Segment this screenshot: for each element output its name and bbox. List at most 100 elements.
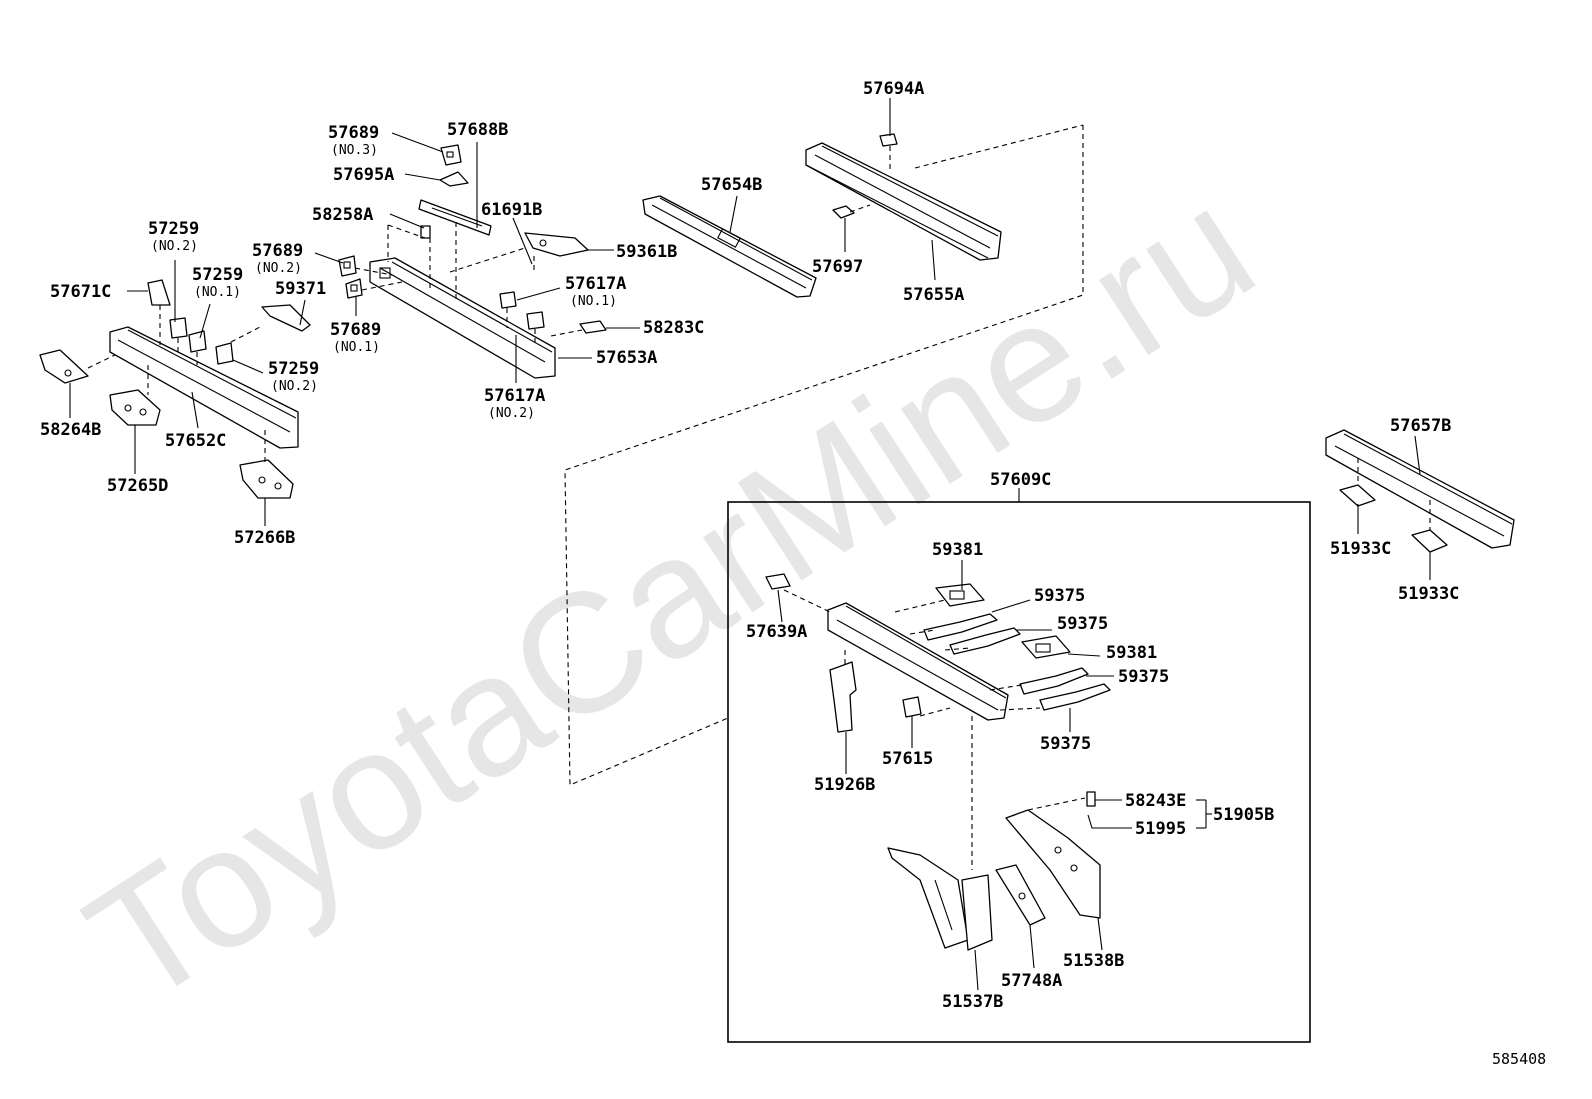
- part-57655A: [805, 142, 1002, 261]
- note-57689-no2: (NO.2): [255, 261, 302, 276]
- part-57694A: [879, 133, 898, 147]
- label-59381-a: 59381: [932, 540, 983, 560]
- note-57259-no1: (NO.1): [194, 285, 241, 300]
- part-59361B: [524, 232, 589, 257]
- label-57689-no1: 57689: [330, 320, 381, 340]
- part-57609C-member: [827, 602, 1009, 721]
- part-57265D: [109, 389, 161, 426]
- note-57617A-no1: (NO.1): [570, 294, 617, 309]
- label-59371: 59371: [275, 279, 326, 299]
- label-51933C-a: 51933C: [1330, 539, 1391, 559]
- part-58283C: [579, 320, 607, 334]
- part-labels: 57694A 57689 (NO.3) 57688B 57695A 58258A…: [40, 79, 1459, 1012]
- part-57689-no3: [440, 144, 462, 166]
- label-51537B: 51537B: [942, 992, 1003, 1012]
- label-57259-no1: 57259: [192, 265, 243, 285]
- part-57259-no1: [188, 330, 207, 353]
- part-57617A-no1: [499, 291, 517, 309]
- note-57259-no2-a: (NO.2): [151, 239, 198, 254]
- label-57259-no2-b: 57259: [268, 359, 319, 379]
- label-57652C: 57652C: [165, 431, 226, 451]
- part-59371: [261, 304, 311, 332]
- label-57266B: 57266B: [234, 528, 295, 548]
- part-59375-d: [1039, 683, 1111, 711]
- part-51995: [1087, 814, 1104, 829]
- part-57259-no2-b: [215, 342, 234, 365]
- part-57653A: [369, 257, 556, 379]
- figure-number: 585408: [1492, 1050, 1546, 1068]
- part-57689-no2: [338, 255, 357, 277]
- label-58258A: 58258A: [312, 205, 373, 225]
- part-57695A: [439, 171, 469, 187]
- guide-line: [914, 124, 1084, 169]
- label-57617A-no1: 57617A: [565, 274, 626, 294]
- part-51933C-a: [1339, 484, 1376, 507]
- label-51905B: 51905B: [1213, 805, 1274, 825]
- label-57609C: 57609C: [990, 470, 1051, 490]
- part-51933C-b: [1411, 529, 1448, 553]
- part-51926B: [829, 661, 857, 733]
- label-57639A: 57639A: [746, 622, 807, 642]
- guide-lines-front: [230, 222, 583, 346]
- label-57265D: 57265D: [107, 476, 168, 496]
- label-57259-no2-a: 57259: [148, 219, 199, 239]
- label-51933C-b: 51933C: [1398, 584, 1459, 604]
- leader-lines: [69, 98, 1431, 991]
- label-59375-a: 59375: [1034, 586, 1085, 606]
- part-57671C: [147, 279, 171, 306]
- part-51537B: [887, 847, 993, 951]
- label-59381-b: 59381: [1106, 643, 1157, 663]
- label-59375-b: 59375: [1057, 614, 1108, 634]
- label-57653A: 57653A: [596, 348, 657, 368]
- label-57694A: 57694A: [863, 79, 924, 99]
- label-59375-c: 59375: [1118, 667, 1169, 687]
- part-57617A-no2: [526, 311, 545, 330]
- note-57689-no1: (NO.1): [333, 340, 380, 355]
- part-57652C: [109, 326, 299, 449]
- part-57615: [902, 696, 922, 718]
- part-59375-a: [923, 613, 998, 641]
- part-57654B: [642, 195, 817, 298]
- guide-lines-box: [783, 589, 1086, 870]
- part-59375-b: [949, 627, 1021, 655]
- part-57689-no1: [345, 278, 363, 299]
- label-61691B: 61691B: [481, 200, 542, 220]
- label-58264B: 58264B: [40, 420, 101, 440]
- assembly-outline: [564, 125, 1084, 786]
- part-57657B: [1325, 429, 1515, 549]
- label-57655A: 57655A: [903, 285, 964, 305]
- label-57617A-no2: 57617A: [484, 386, 545, 406]
- guide-lines-left: [87, 305, 266, 462]
- label-57697: 57697: [812, 257, 863, 277]
- label-58283C: 58283C: [643, 318, 704, 338]
- label-57695A: 57695A: [333, 165, 394, 185]
- label-51926B: 51926B: [814, 775, 875, 795]
- part-57266B: [239, 459, 294, 499]
- label-57657B: 57657B: [1390, 416, 1451, 436]
- label-57615: 57615: [882, 749, 933, 769]
- label-51538B: 51538B: [1063, 951, 1124, 971]
- part-59375-c: [1019, 667, 1089, 695]
- part-58264B: [39, 349, 89, 384]
- part-58258A: [420, 225, 431, 239]
- label-57688B: 57688B: [447, 120, 508, 140]
- label-57654B: 57654B: [701, 175, 762, 195]
- part-57259-no2-a: [169, 317, 188, 339]
- guide-line: [849, 204, 871, 213]
- label-59361B: 59361B: [616, 242, 677, 262]
- part-59381-a: [935, 583, 985, 607]
- label-57748A: 57748A: [1001, 971, 1062, 991]
- part-57697: [832, 205, 855, 219]
- note-57259-no2-b: (NO.2): [271, 379, 318, 394]
- label-57689-no3: 57689: [328, 123, 379, 143]
- label-57671C: 57671C: [50, 282, 111, 302]
- part-57748A: [995, 864, 1046, 926]
- label-57689-no2: 57689: [252, 241, 303, 261]
- part-57688B: [418, 199, 492, 236]
- note-57617A-no2: (NO.2): [488, 406, 535, 421]
- label-58243E: 58243E: [1125, 791, 1186, 811]
- part-59381-b: [1021, 635, 1071, 659]
- note-57689-no3: (NO.3): [331, 143, 378, 158]
- part-58243E: [1086, 791, 1096, 807]
